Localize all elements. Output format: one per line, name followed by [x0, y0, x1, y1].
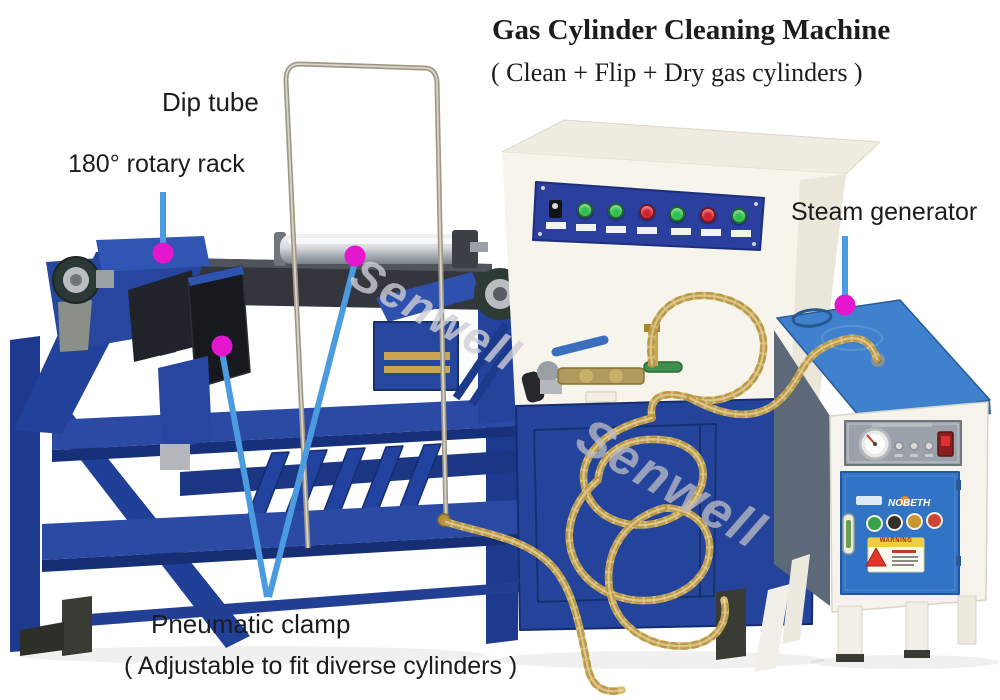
label-pneumatic-clamp: Pneumatic clamp: [151, 609, 351, 639]
red-button[interactable]: [638, 204, 655, 221]
label-pneumatic-clamp-note: ( Adjustable to fit diverse cylinders ): [124, 652, 518, 680]
generator-gauge-panel: [844, 420, 962, 466]
green-button[interactable]: [577, 202, 593, 218]
hazard-triangle-icon: [865, 547, 887, 567]
page-subtitle: ( Clean + Flip + Dry gas cylinders ): [491, 58, 863, 87]
steam-generator-callout-dot: [834, 294, 856, 316]
dip-tube: [283, 61, 451, 549]
pneumatic-clamp-callout-line-left: [219, 351, 270, 598]
cylinder-bracket: [373, 272, 482, 391]
indicator-lights: [894, 441, 934, 457]
warning-sticker-text: WARNING: [879, 538, 913, 544]
button-label-strips: [546, 222, 751, 237]
page-title: Gas Cylinder Cleaning Machine: [492, 14, 891, 46]
steam-generator: NOBETH: [754, 299, 991, 672]
callout-dots: [152, 242, 856, 357]
red-button[interactable]: [700, 206, 717, 223]
frame-feet: [20, 596, 92, 656]
clamp-jaws: [128, 265, 251, 470]
label-steam-generator: Steam generator: [791, 198, 978, 226]
door-badge-icon: [865, 514, 883, 532]
callout-lines: [160, 192, 848, 598]
lid-handle: [791, 308, 833, 328]
warning-sticker: [865, 537, 925, 573]
pneumatic-clamp-callout-dot-left: [211, 335, 233, 357]
door-badge-icon: [885, 513, 903, 531]
brand-text: NOBETH: [888, 498, 931, 509]
label-rotary-rack: 180° rotary rack: [68, 150, 245, 178]
door-badge-icon: [926, 511, 944, 529]
green-button[interactable]: [607, 203, 624, 220]
pneumatic-clamp-callout-line-right: [266, 261, 358, 598]
green-button[interactable]: [669, 205, 686, 222]
label-dip-tube: Dip tube: [162, 87, 259, 117]
generator-door: NOBETH: [840, 471, 961, 595]
pneumatic-clamp-callout-dot-right: [344, 245, 366, 267]
rotary-bearing: [52, 256, 114, 352]
green-button[interactable]: [731, 208, 747, 224]
gun-grip: [521, 371, 545, 403]
rotary-rack-callout-dot: [152, 242, 174, 264]
blue-valve-handle: [551, 335, 609, 357]
generator-legs: [836, 595, 977, 662]
door-badge-icon: [906, 512, 924, 530]
pneumatic-cylinder: [274, 230, 488, 268]
toggle-switch: [549, 200, 562, 218]
